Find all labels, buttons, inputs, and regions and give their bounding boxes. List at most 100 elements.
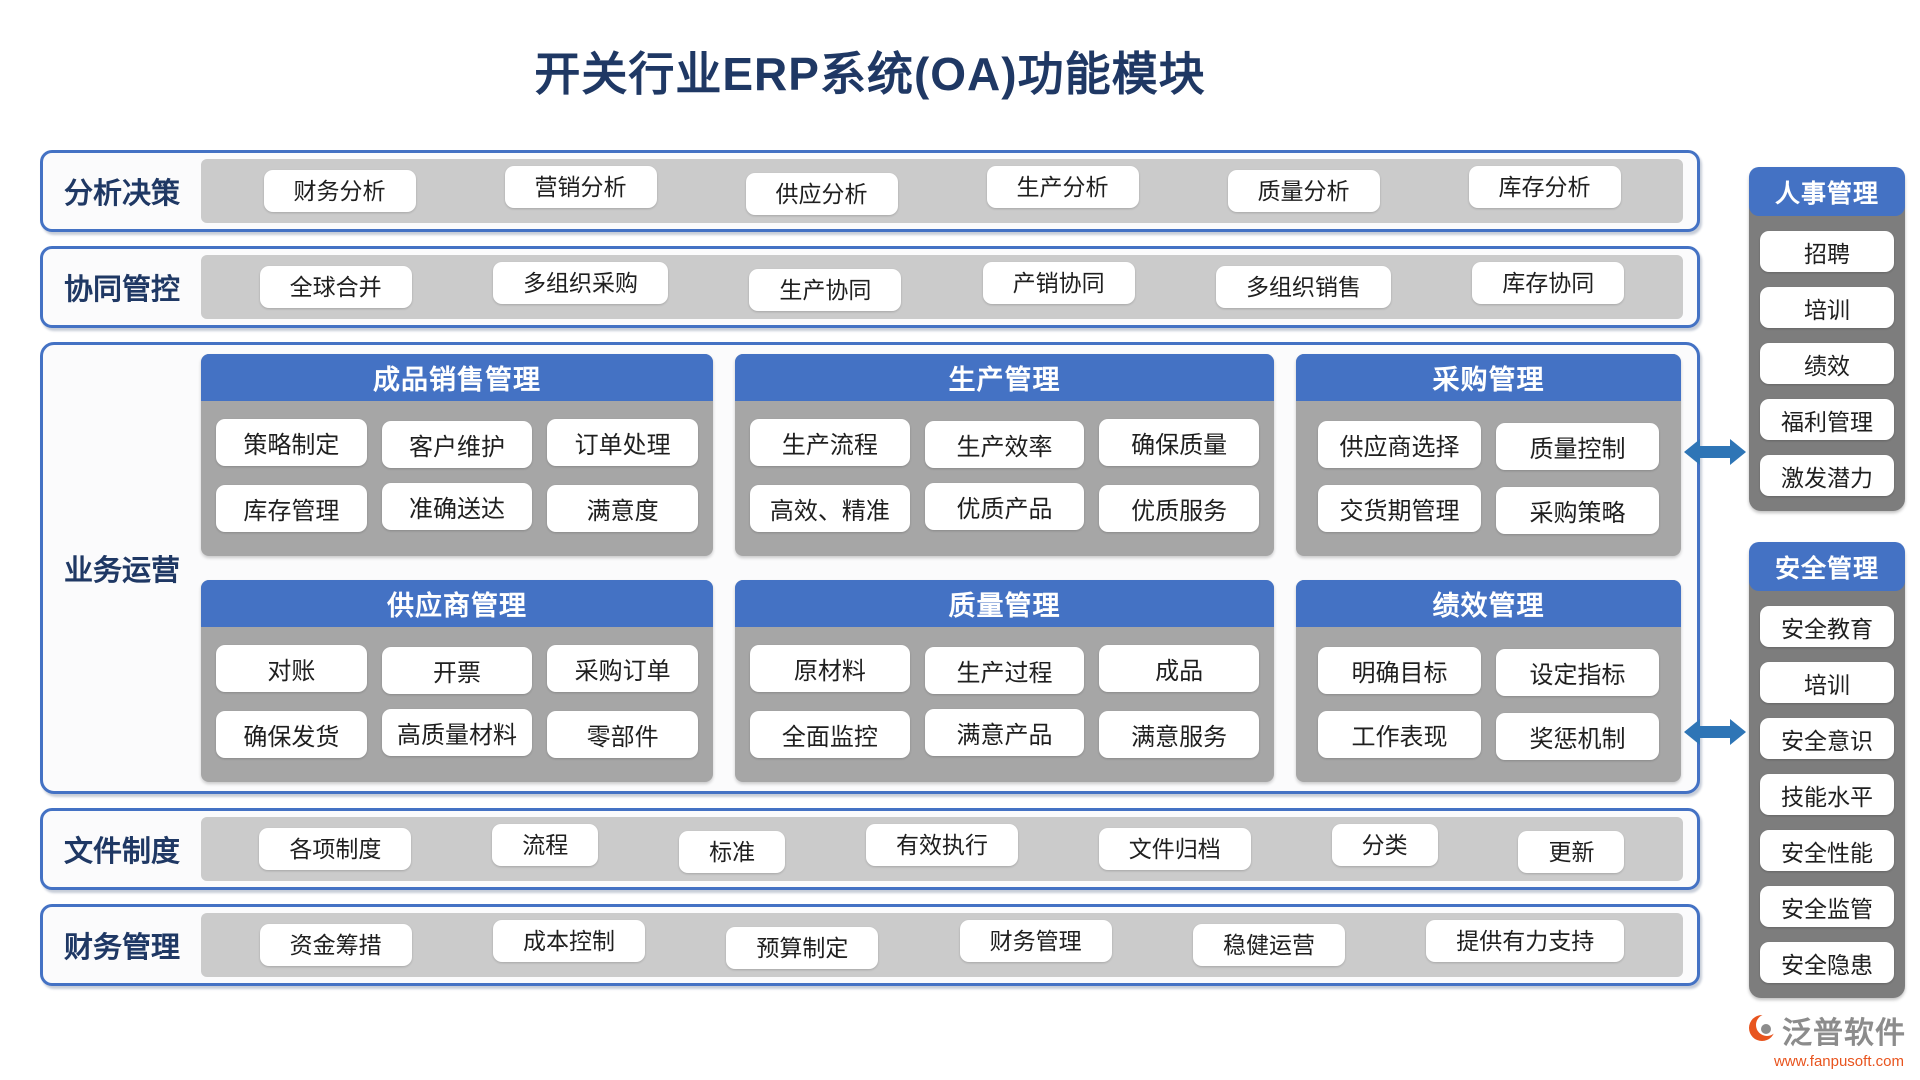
module-chip: 设定指标 (1496, 649, 1659, 696)
module-chip: 生产过程 (924, 647, 1085, 694)
module-chip: 提供有力支持 (1426, 920, 1625, 962)
module-chip: 财务管理 (959, 920, 1112, 962)
double-arrow-icon (1684, 436, 1746, 468)
module-chip: 标准 (679, 831, 786, 873)
module-chip: 准确送达 (381, 483, 533, 530)
panel-body: 原材料生产过程成品全面监控满意产品满意服务 (735, 627, 1274, 778)
sidebar-hr-management: 人事管理 招聘培训绩效福利管理激发潜力 (1749, 167, 1905, 511)
band-label: 财务管理 (63, 932, 180, 964)
panel-body: 对账开票采购订单确保发货高质量材料零部件 (201, 627, 713, 778)
module-chip: 库存分析 (1468, 166, 1621, 208)
panel-title: 成品销售管理 (201, 354, 714, 401)
module-chip: 培训 (1760, 287, 1894, 328)
band-strip: 资金筹措 成本控制 预算制定 财务管理 稳健运营 提供有力支持 (201, 913, 1683, 977)
module-chip: 原材料 (750, 645, 910, 692)
module-chip: 安全意识 (1760, 718, 1894, 759)
module-chip: 财务分析 (263, 170, 416, 212)
band-label: 业务运营 (63, 555, 180, 587)
module-chip: 订单处理 (547, 419, 699, 466)
sidebar-safety-management: 安全管理 安全教育培训安全意识技能水平安全性能安全监管安全隐患 (1749, 542, 1905, 998)
module-chip: 流程 (492, 824, 599, 866)
module-chip: 多组织销售 (1215, 266, 1391, 308)
band-financial-management: 财务管理 资金筹措 成本控制 预算制定 财务管理 稳健运营 提供有力支持 (40, 904, 1700, 986)
band-strip: 全球合并 多组织采购 生产协同 产销协同 多组织销售 库存协同 (201, 255, 1683, 319)
module-chip: 库存协同 (1472, 262, 1625, 304)
band-strip: 财务分析 营销分析 供应分析 生产分析 质量分析 库存分析 (201, 159, 1683, 223)
panel-performance-management: 绩效管理 明确目标设定指标工作表现奖惩机制 (1296, 580, 1681, 782)
module-chip: 策略制定 (216, 419, 367, 466)
sidebar-items: 安全教育培训安全意识技能水平安全性能安全监管安全隐患 (1749, 606, 1905, 983)
module-chip: 零部件 (547, 711, 699, 758)
module-chip: 营销分析 (504, 166, 657, 208)
module-chip: 生产流程 (750, 419, 910, 466)
band-analysis-decision: 分析决策 财务分析 营销分析 供应分析 生产分析 质量分析 库存分析 (40, 150, 1700, 232)
module-chip: 奖惩机制 (1496, 713, 1659, 760)
band-strip: 各项制度流程标准有效执行文件归档分类更新 (201, 817, 1683, 881)
panel-body: 明确目标设定指标工作表现奖惩机制 (1296, 627, 1681, 782)
module-chip: 福利管理 (1760, 399, 1894, 440)
module-chip: 激发潜力 (1760, 455, 1894, 496)
panel-production-management: 生产管理 生产流程生产效率确保质量高效、精准优质产品优质服务 (735, 354, 1274, 556)
module-chip: 采购策略 (1496, 487, 1659, 534)
module-chip: 客户维护 (381, 421, 533, 468)
module-chip: 分类 (1331, 824, 1438, 866)
panel-body: 策略制定客户维护订单处理库存管理准确送达满意度 (201, 401, 713, 552)
module-chip: 高质量材料 (381, 709, 533, 756)
sidebar-title: 人事管理 (1749, 167, 1905, 216)
module-chip: 招聘 (1760, 231, 1894, 272)
module-chip: 有效执行 (865, 824, 1018, 866)
module-chip: 满意度 (547, 485, 699, 532)
brand-name: 泛普软件 (1782, 1017, 1906, 1050)
module-chip: 满意服务 (1099, 711, 1259, 758)
module-chip: 预算制定 (726, 927, 879, 969)
module-chip: 交货期管理 (1318, 485, 1481, 532)
module-chip: 优质产品 (924, 483, 1085, 530)
module-chip: 绩效 (1760, 343, 1894, 384)
module-chip: 高效、精准 (750, 485, 910, 532)
module-chip: 安全教育 (1760, 606, 1894, 647)
operations-panels: 成品销售管理 策略制定客户维护订单处理库存管理准确送达满意度 生产管理 生产流程… (201, 354, 1681, 782)
module-chip: 开票 (381, 647, 533, 694)
module-chip: 安全性能 (1760, 830, 1894, 871)
panel-title: 供应商管理 (201, 580, 714, 627)
module-chip: 生产协同 (749, 269, 902, 311)
module-chip: 文件归档 (1098, 828, 1251, 870)
sidebar-items: 招聘培训绩效福利管理激发潜力 (1749, 231, 1905, 496)
module-chip: 库存管理 (216, 485, 367, 532)
panel-supplier-management: 供应商管理 对账开票采购订单确保发货高质量材料零部件 (201, 580, 714, 782)
module-chip: 产销协同 (982, 262, 1135, 304)
module-chip: 采购订单 (547, 645, 699, 692)
module-chip: 生产分析 (986, 166, 1139, 208)
module-chip: 全面监控 (750, 711, 910, 758)
double-arrow-icon (1684, 716, 1746, 748)
module-chip: 多组织采购 (492, 262, 668, 304)
panel-procurement-management: 采购管理 供应商选择质量控制交货期管理采购策略 (1296, 354, 1681, 556)
band-collaborative-control: 协同管控 全球合并 多组织采购 生产协同 产销协同 多组织销售 库存协同 (40, 246, 1700, 328)
panel-title: 绩效管理 (1296, 580, 1681, 627)
module-chip: 成本控制 (492, 920, 645, 962)
panel-quality-management: 质量管理 原材料生产过程成品全面监控满意产品满意服务 (735, 580, 1274, 782)
module-chip: 更新 (1518, 831, 1625, 873)
module-chip: 质量控制 (1496, 423, 1659, 470)
module-chip: 资金筹措 (259, 924, 412, 966)
band-label: 文件制度 (63, 836, 180, 868)
band-label: 分析决策 (63, 178, 180, 210)
module-chip: 生产效率 (924, 421, 1085, 468)
module-chip: 明确目标 (1318, 647, 1481, 694)
band-label: 协同管控 (63, 274, 180, 306)
fanpu-logo-icon (1746, 1012, 1778, 1049)
right-sidebar: 人事管理 招聘培训绩效福利管理激发潜力 安全管理 安全教育 培训安全意识技能水平安… (1749, 167, 1905, 998)
module-chip: 质量分析 (1227, 170, 1380, 212)
band-document-system: 文件制度 各项制度流程标准有效执行文件归档分类更新 (40, 808, 1700, 890)
brand-footer: 泛普软件 www.fanpusoft.com (1746, 1008, 1906, 1070)
module-chip: 优质服务 (1099, 485, 1259, 532)
panel-title: 质量管理 (735, 580, 1274, 627)
panel-body: 生产流程生产效率确保质量高效、精准优质产品优质服务 (735, 401, 1274, 552)
module-chip: 供应分析 (745, 173, 898, 215)
sidebar-title: 安全管理 (1749, 542, 1905, 591)
module-chip: 技能水平 (1760, 774, 1894, 815)
module-chip: 确保发货 (216, 711, 367, 758)
module-chip: 确保质量 (1099, 419, 1259, 466)
module-chip: 稳健运营 (1192, 924, 1345, 966)
module-chip: 全球合并 (259, 266, 412, 308)
